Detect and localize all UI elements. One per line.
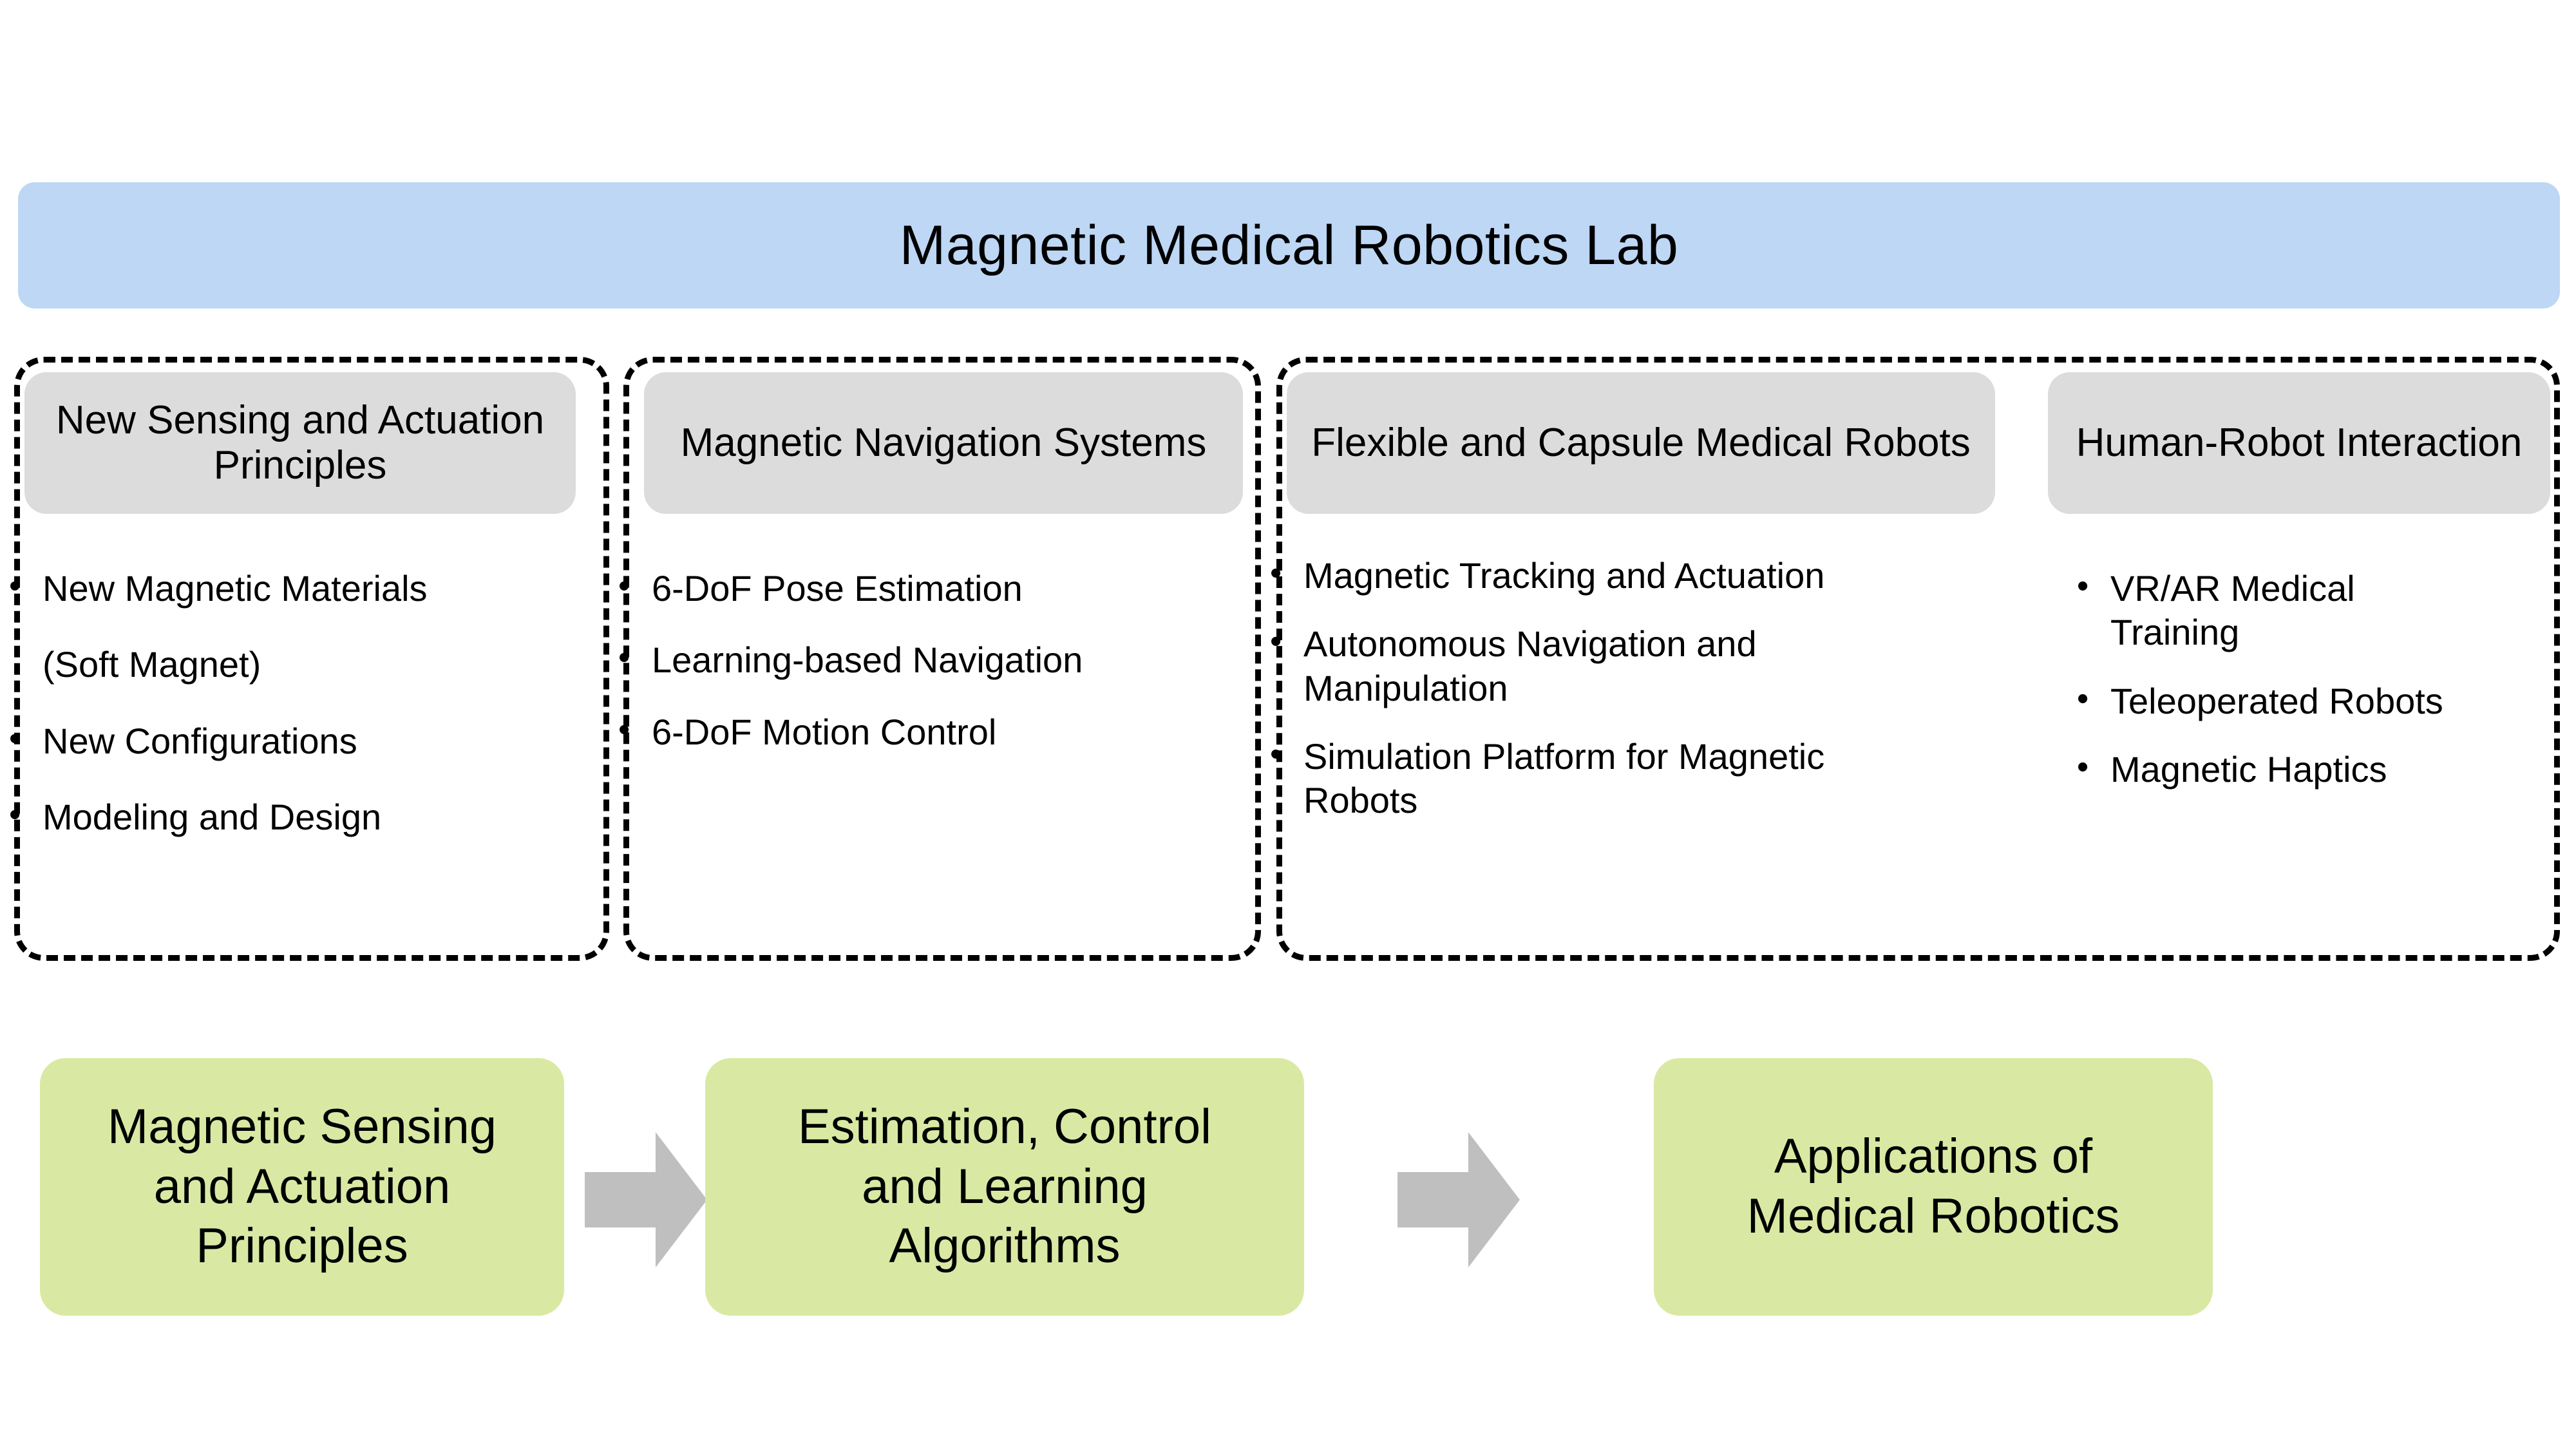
- flow-box-label: Magnetic Sensing and Actuation Principle…: [107, 1099, 497, 1274]
- bullet-dot-icon: •: [618, 710, 630, 748]
- list-item-label: VR/AR Medical Training: [2110, 568, 2355, 653]
- bullet-dot-icon: •: [618, 639, 630, 677]
- list-item: • 6-DoF Motion Control: [618, 710, 1269, 754]
- list-item: • Learning-based Navigation: [618, 638, 1269, 682]
- page-title: Magnetic Medical Robotics Lab: [899, 214, 1679, 276]
- flow-box-magnetic-sensing-principles: Magnetic Sensing and Actuation Principle…: [40, 1058, 564, 1316]
- right-block-arrow-icon: [585, 1132, 707, 1267]
- pillar-bullets-new-sensing: • New Magnetic Materials • (Soft Magnet)…: [9, 567, 627, 871]
- list-item-label: New Magnetic Materials: [43, 568, 428, 609]
- flow-box-applications-medical-robotics: Applications of Medical Robotics: [1654, 1058, 2213, 1316]
- list-item-label: Modeling and Design: [43, 796, 382, 837]
- list-item: • Modeling and Design: [9, 795, 627, 839]
- list-item-label: Autonomous Navigation and Manipulation: [1303, 623, 1757, 708]
- pillar-heading-label: New Sensing and Actuation Principles: [55, 397, 545, 488]
- pillar-heading-label: Flexible and Capsule Medical Robots: [1311, 420, 1971, 465]
- right-block-arrow-icon: [1397, 1132, 1520, 1267]
- pillar-heading-new-sensing: New Sensing and Actuation Principles: [24, 372, 576, 514]
- list-item: • (Soft Magnet): [9, 643, 627, 687]
- list-item: • Magnetic Haptics: [2077, 748, 2566, 791]
- bullet-dot-icon: •: [1270, 623, 1282, 661]
- bullet-dot-icon: •: [1270, 735, 1282, 773]
- pillar-bullets-human-robot-interaction: • VR/AR Medical Training • Teleoperated …: [2077, 567, 2566, 816]
- list-item-label: (Soft Magnet): [43, 644, 261, 685]
- list-item-label: 6-DoF Pose Estimation: [652, 568, 1023, 609]
- bullet-dot-icon: •: [9, 567, 21, 605]
- bullet-dot-icon: •: [618, 567, 630, 605]
- list-item-label: 6-DoF Motion Control: [652, 711, 997, 752]
- list-item-label: Simulation Platform for Magnetic Robots: [1303, 735, 1825, 821]
- flow-box-label: Estimation, Control and Learning Algorit…: [797, 1099, 1212, 1274]
- list-item: • Simulation Platform for Magnetic Robot…: [1270, 735, 2072, 823]
- pillar-heading-label: Human-Robot Interaction: [2076, 420, 2523, 465]
- pillar-heading-human-robot-interaction: Human-Robot Interaction: [2048, 372, 2550, 514]
- list-item-label: Magnetic Haptics: [2110, 748, 2387, 790]
- lab-title-banner: Magnetic Medical Robotics Lab: [18, 182, 2560, 308]
- list-item: • Teleoperated Robots: [2077, 679, 2566, 723]
- list-item: • New Configurations: [9, 719, 627, 763]
- bullet-dot-icon: •: [9, 719, 21, 757]
- flow-box-label: Applications of Medical Robotics: [1747, 1129, 2120, 1244]
- list-item-label: Magnetic Tracking and Actuation: [1303, 555, 1825, 596]
- pillar-bullets-flexible-capsule-robots: • Magnetic Tracking and Actuation • Auto…: [1270, 554, 2072, 848]
- pillar-bullets-magnetic-navigation: • 6-DoF Pose Estimation • Learning-based…: [618, 567, 1269, 782]
- bullet-dot-icon: •: [2077, 679, 2089, 717]
- flow-box-estimation-control-learning: Estimation, Control and Learning Algorit…: [705, 1058, 1304, 1316]
- pillar-heading-label: Magnetic Navigation Systems: [680, 420, 1207, 465]
- pillar-heading-magnetic-navigation: Magnetic Navigation Systems: [644, 372, 1243, 514]
- list-item: • New Magnetic Materials: [9, 567, 627, 611]
- list-item: • 6-DoF Pose Estimation: [618, 567, 1269, 611]
- bullet-dot-icon: •: [2077, 748, 2089, 786]
- list-item: • Autonomous Navigation and Manipulation: [1270, 622, 2072, 710]
- bullet-dot-icon: •: [9, 795, 21, 833]
- list-item-label: New Configurations: [43, 720, 357, 761]
- pillar-heading-flexible-capsule-robots: Flexible and Capsule Medical Robots: [1287, 372, 1995, 514]
- list-item-label: Learning-based Navigation: [652, 639, 1083, 681]
- list-item: • VR/AR Medical Training: [2077, 567, 2566, 655]
- bullet-dot-icon: •: [2077, 567, 2089, 605]
- bullet-dot-icon: •: [1270, 554, 1282, 592]
- list-item: • Magnetic Tracking and Actuation: [1270, 554, 2072, 598]
- list-item-label: Teleoperated Robots: [2110, 680, 2443, 721]
